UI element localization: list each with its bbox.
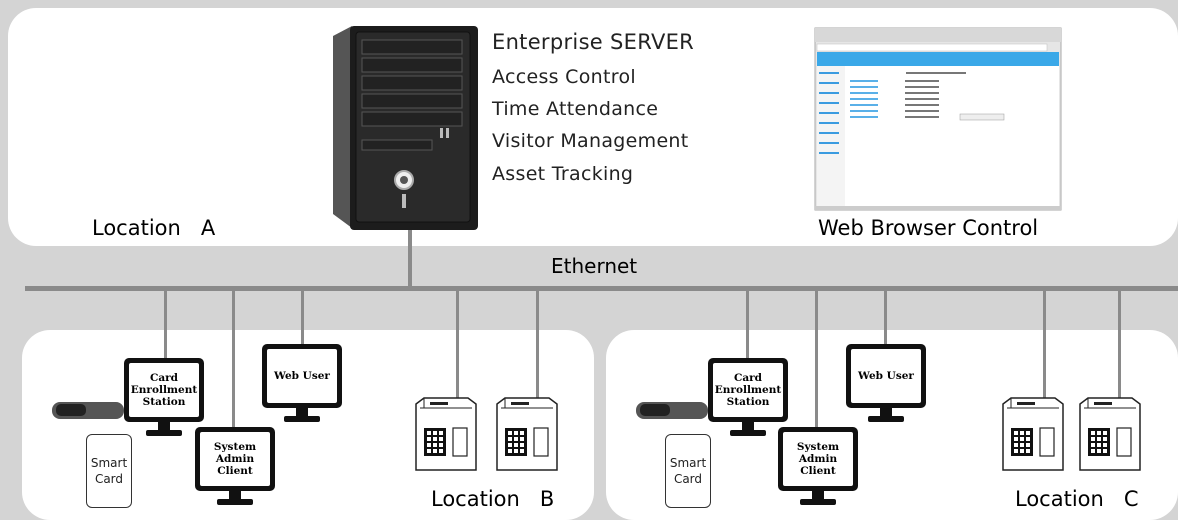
web-user-label-b: Web User [274,370,330,382]
card-enrollment-line1: Card [149,372,179,384]
web-user-label-c: Web User [858,370,914,382]
card-enrollment-line1-c: Card [733,372,763,384]
server-title: Enterprise SERVER [492,30,695,54]
card-enrollment-monitor-b: Card Enrollment Station [124,358,204,438]
location-c-label: Location C [1015,487,1139,511]
server-icon [333,26,478,230]
ethernet-label: Ethernet [551,254,638,278]
location-b-label: Location B [431,487,554,511]
smart-card-line2-c: Card [673,472,703,486]
web-user-monitor-c: Web User [846,344,926,424]
location-b-word: Location [431,487,520,511]
system-admin-line1-c: System [796,441,840,453]
card-reader-icon-c [636,402,708,419]
card-enrollment-line2: Enrollment [130,384,198,396]
system-admin-line3-c: Client [800,465,836,477]
system-admin-line1: System [213,441,257,453]
server-feature-time-attendance: Time Attendance [492,98,659,120]
card-reader-icon-b [52,402,128,419]
ethernet-bus [25,286,1178,291]
smart-card-line1-c: Smart [669,456,707,470]
smart-card-c: Smart Card [665,434,711,508]
location-c-word: Location [1015,487,1104,511]
location-b-letter: B [539,487,555,511]
system-admin-monitor-b: System Admin Client [195,427,275,507]
server-feature-asset-tracking: Asset Tracking [492,163,634,185]
card-enrollment-line3-c: Station [726,396,770,408]
card-enrollment-line3: Station [142,396,186,408]
card-enrollment-monitor-c: Card Enrollment Station [708,358,788,438]
server-link [408,218,412,288]
system-admin-line2-c: Admin [798,453,838,465]
card-enrollment-line2-c: Enrollment [714,384,782,396]
smart-card-b: Smart Card [86,434,132,508]
drops-location-b [164,290,539,435]
system-admin-monitor-c: System Admin Client [778,427,858,507]
smart-card-line2-b: Card [94,472,124,486]
location-c-letter: C [1123,487,1139,511]
location-a-word: Location [92,216,181,240]
server-feature-access-control: Access Control [492,66,636,88]
web-browser-label: Web Browser Control [818,216,1039,240]
location-a-label: Location A [92,216,215,240]
web-user-monitor-b: Web User [262,344,342,424]
system-admin-line3: Client [217,465,253,477]
drops-location-c [746,290,1121,435]
web-browser-screenshot [814,27,1062,211]
server-feature-visitor-management: Visitor Management [492,130,689,152]
smart-card-line1-b: Smart [90,456,128,470]
system-admin-line2: Admin [215,453,255,465]
location-a-letter: A [200,216,216,240]
